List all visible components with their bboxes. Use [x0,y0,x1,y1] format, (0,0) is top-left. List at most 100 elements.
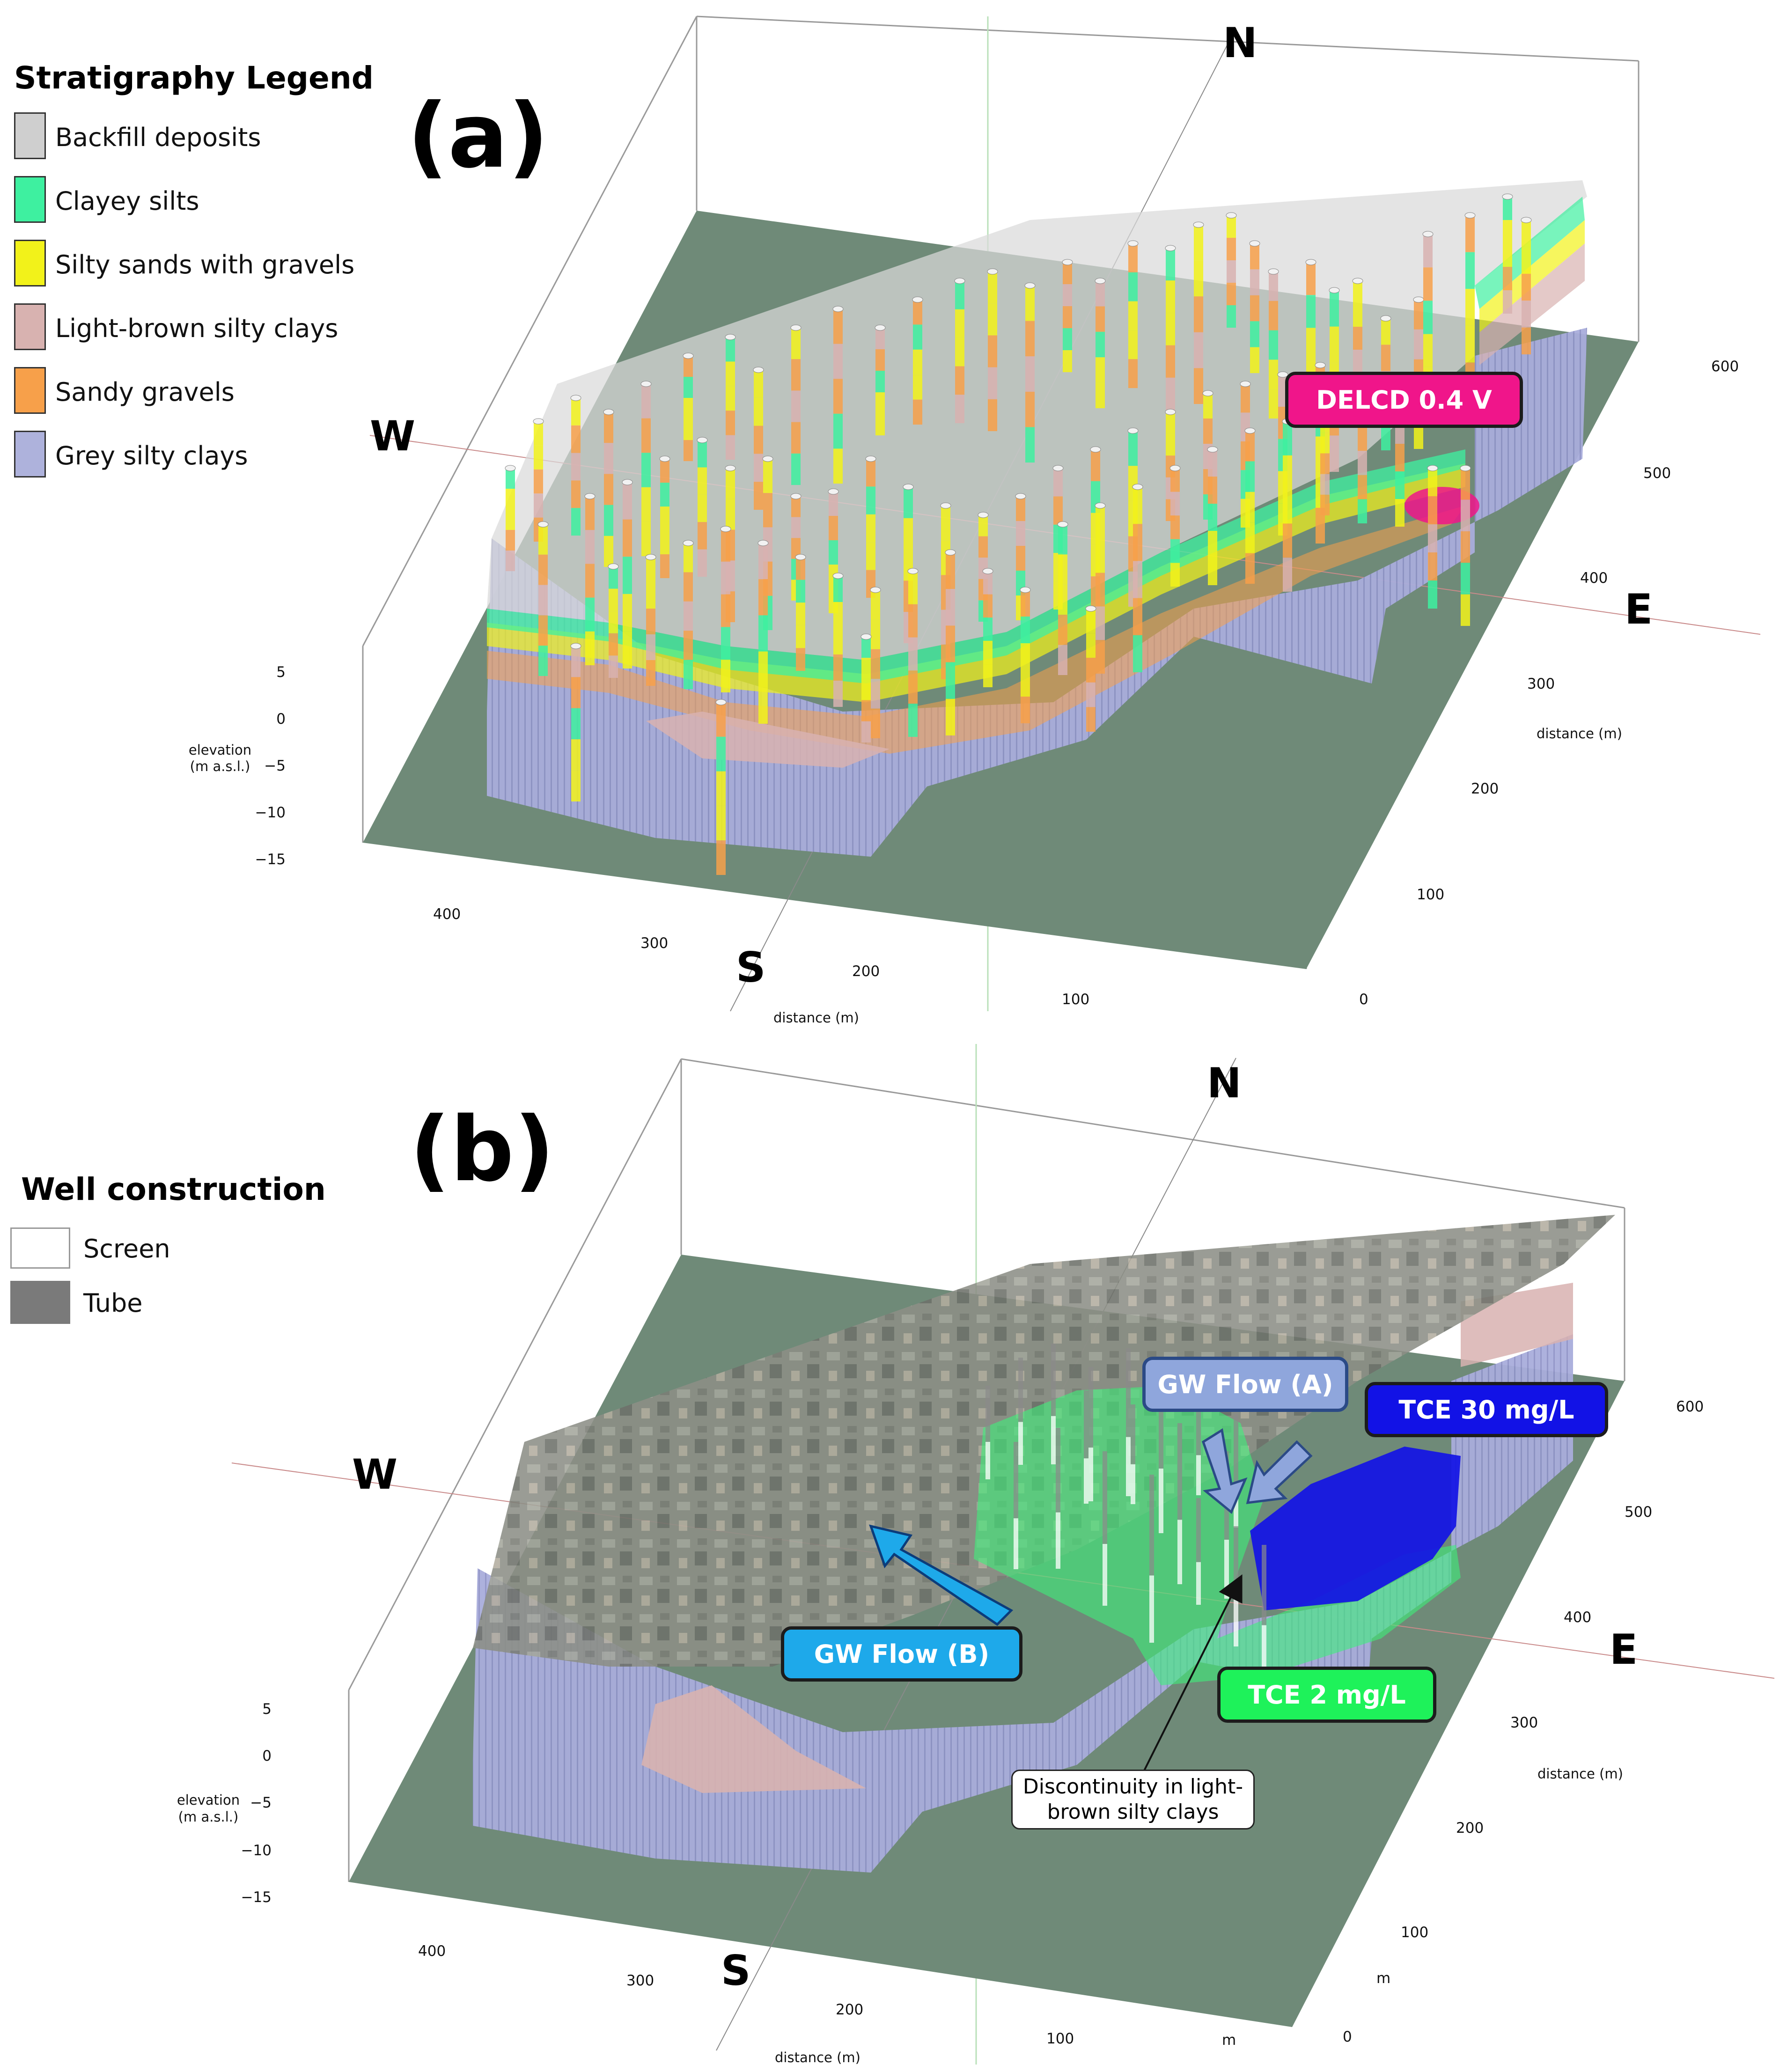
borehole-segment [585,597,595,632]
borehole [640,381,652,556]
legend-swatch-clayey-silts [14,176,46,223]
borehole [1024,282,1036,463]
borehole-segment [758,615,768,652]
borehole-segment [1461,500,1470,531]
borehole-segment [983,571,993,595]
borehole-cap [1315,362,1326,368]
borehole [832,573,844,707]
panel-b-light-brown-clays [641,1685,866,1793]
borehole-segment [684,660,693,689]
borehole-cap [603,409,614,415]
well-tube [1149,1475,1154,1576]
borehole-segment [861,700,871,721]
panel-a-compass-s: S [736,943,766,992]
borehole-segment [1086,609,1096,633]
borehole-cap [1132,484,1143,490]
borehole-segment [988,335,997,367]
borehole-segment [913,399,922,425]
legend-label-grey-clays: Grey silty clays [55,441,248,470]
borehole-segment [1306,295,1316,328]
borehole-segment [1503,197,1512,220]
panel-b-compass-w: W [352,1450,398,1499]
borehole-segment [1058,645,1067,675]
legend-swatch-light-brown [14,303,46,350]
borehole-segment [1522,273,1531,301]
panel-b-elev-title-1: elevation [176,1792,240,1808]
legend-label-light-brown: Light-brown silty clays [55,314,338,343]
borehole-segment [1086,658,1096,683]
borehole-segment [538,646,548,676]
borehole-segment [684,377,693,398]
borehole-segment [1269,360,1278,389]
borehole-segment [796,648,805,671]
borehole-segment [1465,325,1475,363]
borehole-segment [955,338,964,367]
borehole-segment [1461,594,1470,626]
borehole-segment [721,627,730,660]
borehole [1057,521,1068,675]
borehole [659,456,670,578]
borehole-segment [684,398,693,419]
borehole [795,554,806,671]
borehole-segment [609,655,618,678]
borehole-segment [983,664,993,687]
panel-b-y-tick: 300 [1510,1714,1538,1731]
borehole-segment [1128,301,1138,331]
borehole-segment [1170,515,1180,539]
panel-a-x-tick: 400 [433,906,461,923]
panel-a-clayey-silts [487,449,1465,683]
borehole-segment [1091,449,1100,481]
borehole-segment [1166,434,1175,456]
borehole-cap [1460,465,1471,471]
legend-label-clayey-silts: Clayey silts [55,186,199,216]
borehole-segment [1166,248,1175,281]
borehole-segment [726,468,735,499]
borehole-cap [570,643,581,649]
borehole-segment [758,543,768,580]
borehole-cap [790,493,802,500]
well-screen [1234,1482,1238,1528]
borehole-segment [908,637,918,671]
borehole-segment [698,467,707,495]
borehole [645,554,656,686]
borehole-segment [1063,306,1072,328]
borehole-segment [698,440,707,468]
panel-b-x-title: distance (m) [775,2050,860,2065]
well-screen [1131,1464,1135,1504]
borehole-segment [1025,321,1035,357]
borehole-cap [533,418,544,425]
borehole-segment [1128,330,1138,360]
borehole-cap [505,465,516,471]
borehole-segment [908,670,918,704]
borehole-segment [506,509,515,530]
borehole-segment [609,611,618,633]
borehole-segment [1461,531,1470,563]
borehole [1020,587,1031,723]
borehole-segment [988,303,997,336]
borehole-segment [1063,262,1072,284]
borehole-segment [791,453,801,485]
borehole-segment [763,493,772,528]
borehole-segment [716,702,726,737]
panel-b-y-tick: 100 [1401,1924,1429,1941]
discontinuity-note-line-1: Discontinuity in light- [1022,1775,1243,1799]
borehole-segment [866,486,875,514]
borehole-cap [762,456,773,462]
borehole-segment [1353,304,1362,327]
borehole-segment [1414,300,1423,330]
borehole [725,334,736,460]
panel-b-y-unit: m [1376,1970,1391,1987]
borehole [1226,212,1237,328]
borehole-segment [604,412,613,443]
borehole-cap [1380,315,1391,322]
borehole-segment [758,651,768,688]
borehole-segment [1320,453,1330,474]
borehole-segment [1428,468,1437,496]
panel-b-discontinuity-note: Discontinuity in light- brown silty clay… [1011,1770,1255,1830]
borehole-cap [1169,465,1181,471]
borehole-segment [1096,331,1105,358]
borehole [757,540,769,724]
borehole [1244,427,1256,584]
borehole-segment [833,628,843,654]
borehole-segment [1133,635,1142,672]
